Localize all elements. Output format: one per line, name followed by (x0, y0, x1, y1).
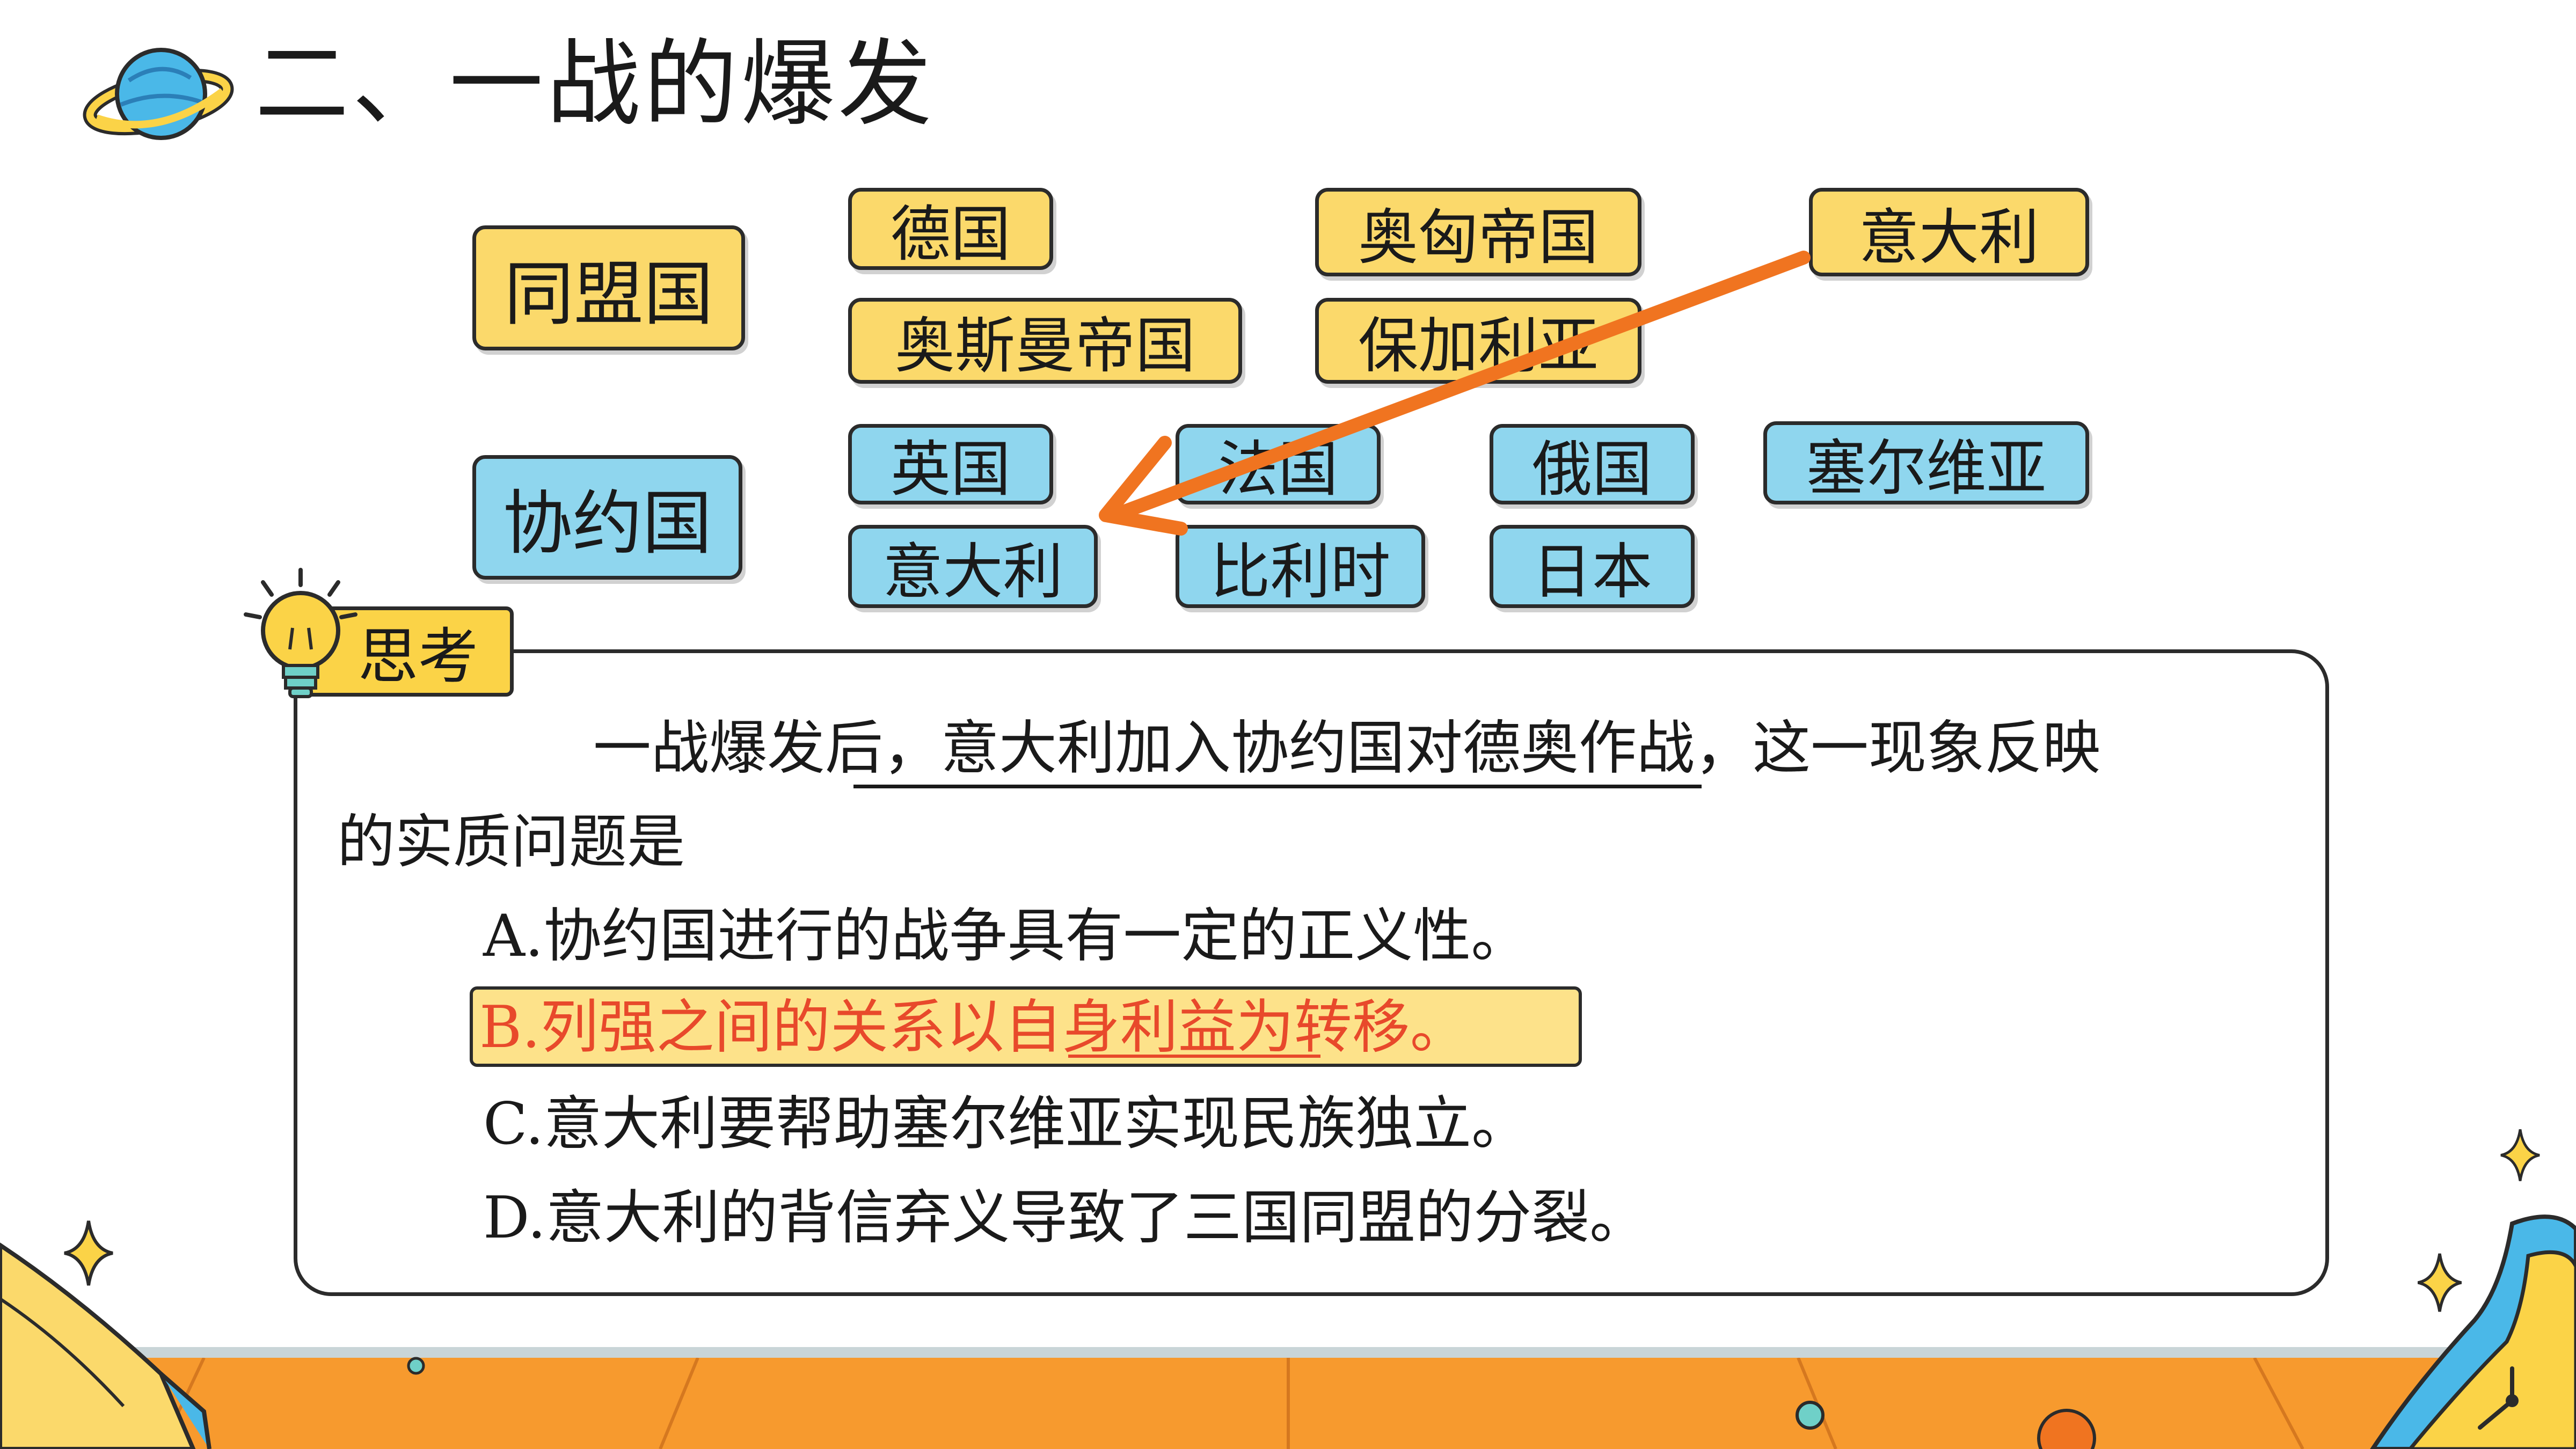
entente-label: 协约国 (472, 455, 742, 580)
clock-icon (2370, 1214, 2576, 1449)
floor-lines (159, 1358, 2304, 1449)
central-member-austria-hungary: 奥匈帝国 (1315, 188, 1641, 276)
central-member-germany: 德国 (848, 188, 1053, 270)
question-line-1: 一战爆发后，意大利加入协约国对德奥作战，这一现象反映 (593, 715, 2101, 782)
dot-icon (1796, 1401, 1825, 1430)
central-member-italy: 意大利 (1809, 188, 2089, 276)
answer-underline (1068, 1055, 1320, 1058)
book-icon (0, 1242, 211, 1449)
entente-member-britain: 英国 (848, 424, 1053, 504)
think-panel (294, 649, 2329, 1296)
think-tag-label: 思考 (358, 622, 478, 692)
sparkle-icon (2417, 1253, 2462, 1312)
question-line-2: 的实质问题是 (337, 809, 685, 876)
italy-switch-arrow (1099, 251, 1811, 536)
central-member-ottoman: 奥斯曼帝国 (848, 298, 1242, 384)
sparkle-icon (64, 1220, 113, 1286)
planet-icon (83, 48, 234, 140)
option-b-highlight (470, 986, 1582, 1067)
entente-member-serbia: 塞尔维亚 (1763, 421, 2089, 504)
sparkle-icon (2500, 1129, 2540, 1181)
option-d: D.意大利的背信弃义导致了三国同盟的分裂。 (483, 1184, 1648, 1252)
page-title: 二、一战的爆发 (255, 30, 935, 139)
entente-member-belgium: 比利时 (1176, 525, 1425, 608)
entente-member-russia: 俄国 (1490, 424, 1695, 504)
central-powers-label: 同盟国 (472, 225, 745, 350)
lightbulb-icon (244, 568, 357, 698)
dot-icon (407, 1357, 425, 1375)
option-c: C.意大利要帮助塞尔维亚实现民族独立。 (483, 1091, 1530, 1158)
entente-member-italy: 意大利 (848, 525, 1098, 608)
question-underline (853, 785, 1702, 788)
entente-member-japan: 日本 (1490, 525, 1695, 608)
option-a: A.协约国进行的战争具有一定的正义性。 (483, 903, 1529, 970)
option-b-answer: B.列强之间的关系以自身利益为转移。 (479, 994, 1468, 1061)
dot-icon (2037, 1409, 2096, 1449)
